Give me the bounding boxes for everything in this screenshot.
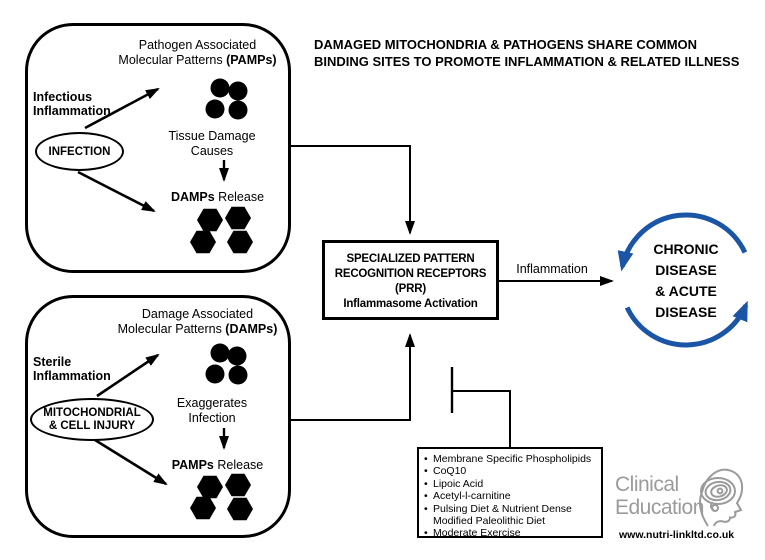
title-line1: DAMAGED MITOCHONDRIA & PATHOGENS SHARE C…: [314, 37, 698, 52]
list-item: •Lipoic Acid: [424, 477, 484, 490]
list-item: •Acetyl-l-carnitine: [424, 490, 511, 503]
infection-to-damps-arrow: [77, 170, 156, 213]
injury-to-pamps-arrow: [94, 438, 168, 486]
exaggerates-infection-label: Exaggerates Infection: [176, 396, 248, 425]
list-item: •Moderate Exercise: [424, 527, 521, 540]
mitochondrial-injury-ellipse: MITOCHONDRIAL & CELL INJURY: [30, 398, 154, 441]
prr-box: SPECIALIZED PATTERN RECOGNITION RECEPTOR…: [322, 240, 499, 320]
website-url: www.nutri-linkltd.co.uk: [619, 529, 735, 541]
infection-panel: [25, 23, 291, 273]
pamps-circle-cluster-icon: [205, 78, 248, 120]
injury-panel-to-prr-connector: [290, 333, 415, 421]
infection-ellipse: INFECTION: [35, 132, 124, 171]
infectious-inflammation-label: Infectious Inflammation: [33, 90, 111, 118]
sterile-inflammation-label: Sterile Inflammation: [33, 355, 111, 383]
pamps-release-label: PAMPs Release: [171, 458, 264, 472]
interventions-box: •Membrane Specific Phospholipids •CoQ10 …: [417, 447, 603, 540]
damps-release-label: DAMPs Release: [170, 190, 265, 204]
clinical-education-logo: Clinical Education: [615, 473, 704, 519]
injury-panel: [25, 295, 291, 538]
disease-cycle-arrows-icon: [617, 212, 749, 348]
page-title: DAMAGED MITOCHONDRIA & PATHOGENS SHARE C…: [314, 37, 765, 70]
head-spiral-logo-icon: [699, 468, 744, 527]
list-item: •Pulsing Diet & Nutrient Dense: [424, 502, 572, 515]
tissue-damage-label: Tissue Damage Causes: [168, 129, 256, 158]
list-item: •CoQ10: [424, 465, 467, 478]
pamps-heading: Pathogen Associated Molecular Patterns (…: [118, 38, 277, 67]
interventions-inhibit-connector: [452, 390, 511, 447]
list-item: •Membrane Specific Phospholipids: [424, 453, 592, 465]
list-item: Modified Paleolithic Diet: [433, 515, 546, 528]
infection-panel-to-prr-connector: [290, 145, 415, 235]
injury-to-damps-arrow: [96, 353, 160, 398]
inflammation-label: Inflammation: [516, 262, 588, 276]
damps-circle-cluster-icon: [205, 343, 248, 385]
infection-to-pamps-arrow: [84, 87, 160, 130]
title-line2: BINDING SITES TO PROMOTE INFLAMMATION & …: [314, 53, 740, 69]
disease-cycle-label: CHRONIC DISEASE & ACUTE DISEASE: [653, 241, 719, 320]
damps-heading: Damage Associated Molecular Patterns (DA…: [117, 307, 278, 336]
